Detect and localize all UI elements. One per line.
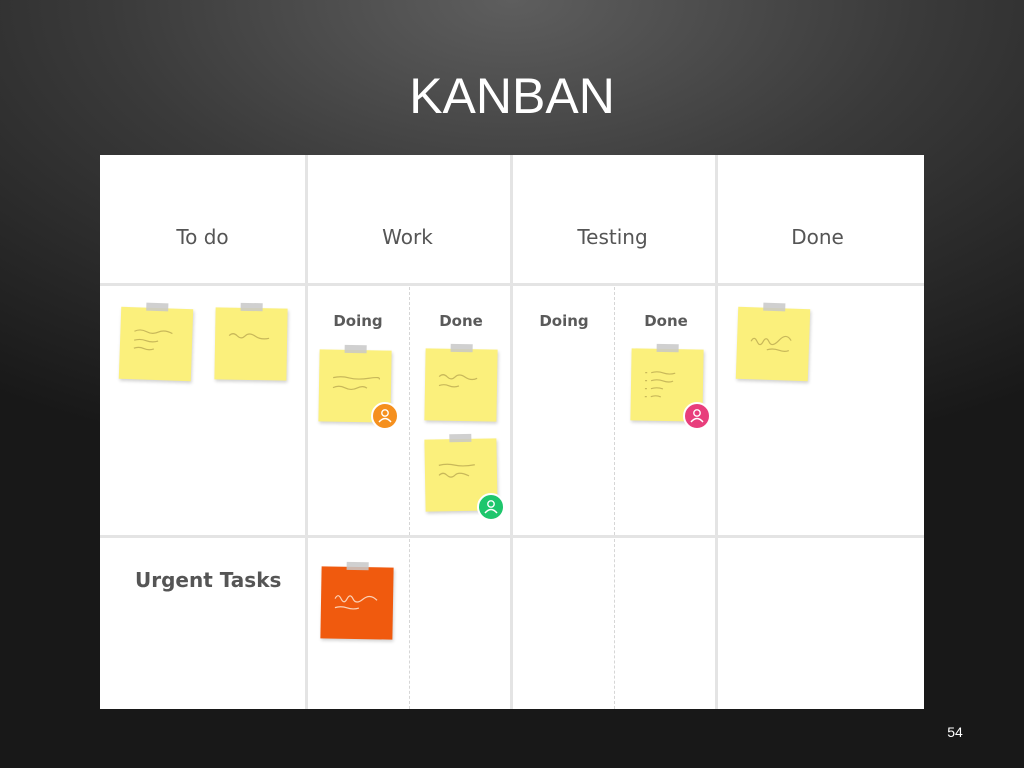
subcolumn-divider [614,539,615,709]
user-avatar-icon[interactable] [477,493,505,521]
subcolumn-header-work-done: Done [439,312,483,330]
scribble [228,333,270,340]
sticky-note[interactable] [424,343,498,422]
user-avatar-icon[interactable] [683,402,711,430]
scribble [750,335,792,352]
subcolumn-header-testing-done: Done [644,312,688,330]
swimlane-divider [100,535,924,538]
subcolumn-divider [614,287,615,535]
user-avatar-icon[interactable] [371,402,399,430]
tape [656,343,679,353]
swimlane-label-urgent: Urgent Tasks [135,568,282,592]
column-header-work: Work [382,225,433,249]
sticky-note[interactable] [424,433,498,512]
subcolumn-header-testing-doing: Doing [539,312,589,330]
scribble [438,463,475,478]
scribble [438,374,478,388]
sticky-note[interactable] [214,302,288,381]
scribble [644,371,676,398]
page-number: 54 [947,724,963,740]
slide-title: KANBAN [409,68,615,124]
column-header-testing: Testing [577,225,648,249]
tape [346,561,369,571]
subcolumn-header-work-doing: Doing [333,312,383,330]
column-divider [715,155,718,709]
tape [763,302,786,312]
tape [240,302,263,312]
sticky-note[interactable] [630,343,704,422]
column-header-todo: To do [176,225,229,249]
column-divider [305,155,308,709]
urgent-sticky-note[interactable] [320,561,394,640]
scribble [133,329,173,351]
sticky-note[interactable] [318,344,392,423]
subcolumn-divider [409,539,410,709]
sticky-note[interactable] [735,302,811,382]
tape [449,433,472,443]
sticky-note[interactable] [118,302,194,382]
tape [450,343,473,353]
column-divider [510,155,513,709]
kanban-board: To do Work Testing Done Doing Done Doing… [100,155,924,709]
scribble [332,376,381,391]
tape [344,344,367,354]
header-divider [100,283,924,286]
tape [146,302,169,312]
subcolumn-divider [409,287,410,535]
column-header-done: Done [791,225,844,249]
scribble [334,595,378,610]
